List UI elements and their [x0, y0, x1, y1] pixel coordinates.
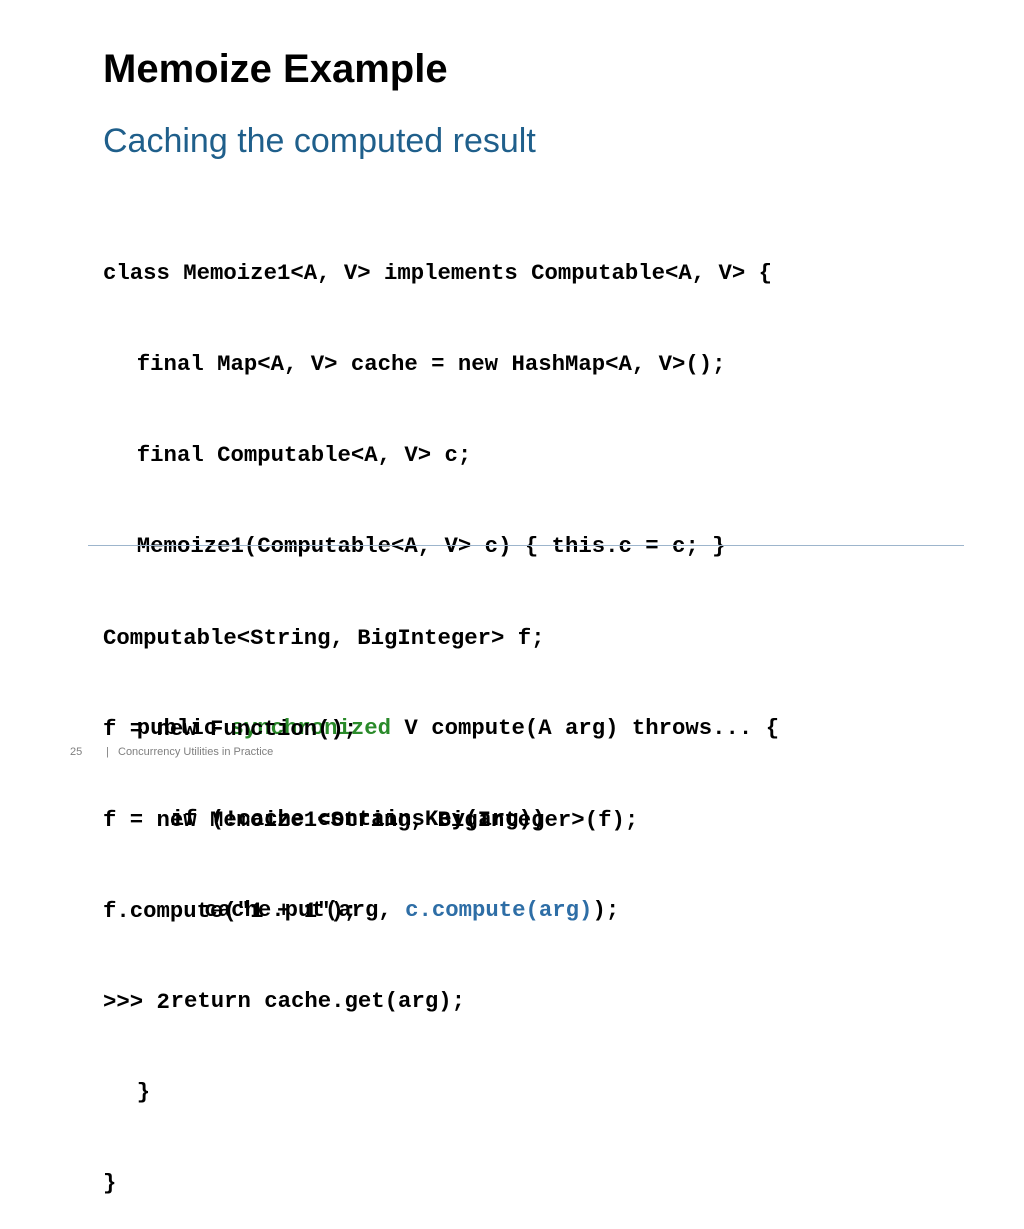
section-divider: [88, 545, 964, 546]
code-line-class-close-brace: }: [103, 1170, 117, 1196]
footer-divider: |: [106, 746, 109, 758]
code-token-synchronized-keyword: synchronized: [230, 714, 392, 741]
slide-footer: 25 | Concurrency Utilities in Practice: [70, 745, 273, 759]
code-line-new-function: f = new Function();: [103, 715, 358, 742]
page-number: 25: [70, 746, 83, 758]
slide-title: Memoize Example: [103, 47, 448, 91]
code-line-wrap-memoize: f = new Memoize1<String, BigInteger>(f);: [103, 806, 639, 833]
slide-subtitle: Caching the computed result: [103, 122, 536, 160]
code-line-cache-field: final Map<A, V> cache = new HashMap<A, V…: [136, 350, 726, 377]
code-line-declare-f: Computable<String, BigInteger> f;: [103, 624, 545, 651]
code-line-call-compute: f.compute("1 + 1");: [103, 897, 358, 924]
footer-title: Concurrency Utilities in Practice: [118, 746, 274, 758]
code-token-compute-rest: V compute(A arg) throws... {: [391, 714, 780, 741]
code-line-compute-signature: public synchronized V compute(A arg) thr…: [103, 713, 779, 743]
code-token-public: public: [136, 714, 231, 741]
code-line-class-declaration: class Memoize1<A, V> implements Computab…: [103, 259, 773, 286]
code-line-output: >>> 2: [103, 988, 170, 1015]
usage-code-block: Computable<String, BigInteger> f; f = ne…: [103, 562, 638, 1048]
code-line-computable-field: final Computable<A, V> c;: [136, 441, 472, 468]
code-line-method-close-brace: }: [136, 1078, 151, 1105]
